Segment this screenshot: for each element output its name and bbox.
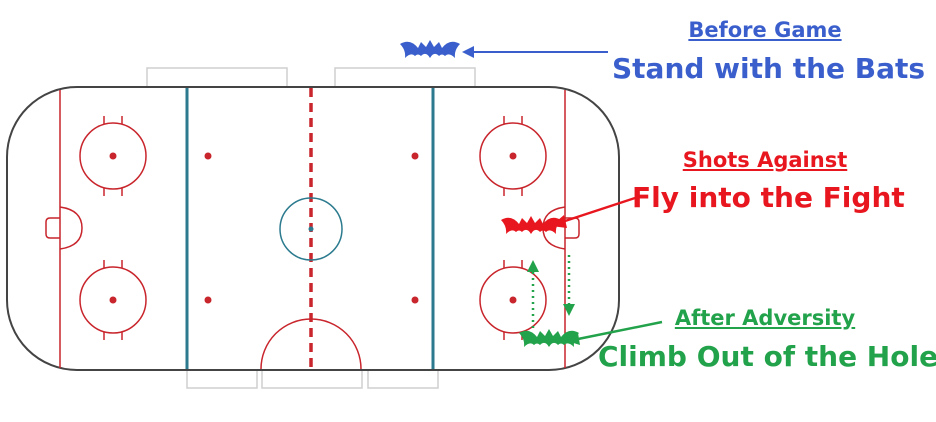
after-adversity-caption: Climb Out of the Hole [598,340,936,373]
drop-down-dotted-arrow [563,255,575,316]
goal-crease-left [59,206,83,250]
before-game-heading: Before Game [688,18,842,42]
center-circle [279,197,343,261]
shots-against-heading: Shots Against [682,148,848,172]
shots-against-arrow [551,196,636,228]
faceoff-dots [109,152,517,304]
center-dot [308,226,314,232]
after-adversity-heading: After Adversity [674,306,856,330]
shots-against-caption: Fly into the Fight [632,181,905,214]
blue-bat-icon [400,40,460,58]
climb-up-dotted-arrow [527,260,539,328]
before-game-arrow [462,46,608,58]
goal-net-left [45,217,60,239]
referee-crease [260,318,362,370]
after-adversity-arrow [567,320,663,345]
before-game-caption: Stand with the Bats [612,52,926,85]
